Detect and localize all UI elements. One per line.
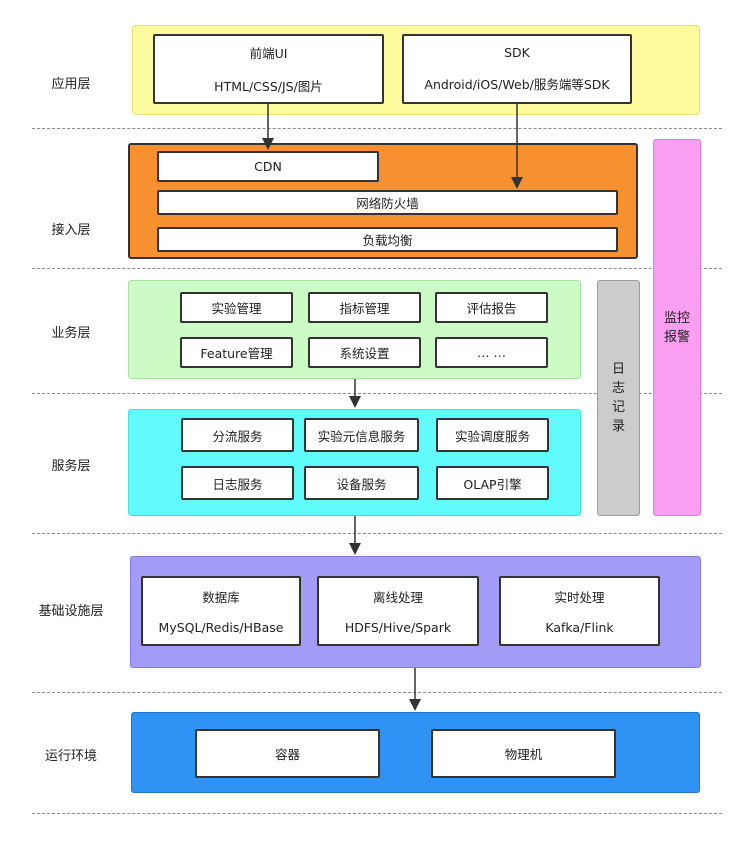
load-balancer-box: 负载均衡	[157, 227, 618, 252]
separator-line	[32, 692, 722, 693]
separator-line	[32, 268, 722, 269]
service-item: 分流服务	[181, 418, 294, 452]
separator-line	[32, 533, 722, 534]
physical-machine-box: 物理机	[431, 729, 616, 778]
frontend-ui-sub: HTML/CSS/JS/图片	[214, 79, 323, 94]
layer-label-infra: 基础设施层	[38, 604, 104, 619]
layer-label-service: 服务层	[51, 459, 91, 474]
database-title: 数据库	[202, 590, 240, 605]
cdn-box: CDN	[157, 151, 379, 182]
separator-line	[32, 813, 722, 814]
log-char: 录	[611, 419, 625, 434]
service-item: 实验调度服务	[436, 418, 549, 452]
monitor-line: 监控	[663, 310, 690, 326]
container-box: 容器	[195, 729, 380, 778]
realtime-processing-sub: Kafka/Flink	[545, 620, 614, 635]
layer-label-access: 接入层	[51, 223, 91, 238]
database-box: 数据库 MySQL/Redis/HBase	[141, 576, 301, 646]
database-sub: MySQL/Redis/HBase	[158, 620, 284, 635]
service-item: 设备服务	[304, 466, 419, 500]
separator-line	[32, 393, 722, 394]
business-item: 评估报告	[435, 292, 548, 323]
business-item: 系统设置	[308, 337, 421, 368]
sdk-title: SDK	[504, 45, 530, 60]
offline-processing-sub: HDFS/Hive/Spark	[344, 620, 452, 635]
business-item: … …	[435, 337, 548, 368]
sdk-box: SDK Android/iOS/Web/服务端等SDK	[402, 34, 632, 104]
layer-label-app: 应用层	[51, 77, 91, 92]
monitor-alarm-panel: 监控 报警	[653, 139, 701, 516]
monitor-line: 报警	[663, 329, 690, 345]
layer-label-runtime: 运行环境	[44, 749, 97, 764]
separator-line	[32, 128, 722, 129]
business-item: Feature管理	[180, 337, 293, 368]
log-recording-panel: 日 志 记 录	[597, 280, 640, 516]
realtime-processing-box: 实时处理 Kafka/Flink	[499, 576, 660, 646]
business-item: 指标管理	[308, 292, 421, 323]
realtime-processing-title: 实时处理	[554, 590, 605, 605]
frontend-ui-box: 前端UI HTML/CSS/JS/图片	[153, 34, 384, 104]
offline-processing-title: 离线处理	[372, 590, 423, 605]
business-item: 实验管理	[180, 292, 293, 323]
log-char: 日	[611, 362, 625, 377]
offline-processing-box: 离线处理 HDFS/Hive/Spark	[317, 576, 479, 646]
firewall-box: 网络防火墙	[157, 190, 618, 215]
log-char: 志	[611, 381, 625, 396]
service-item: OLAP引擎	[436, 466, 549, 500]
service-item: 实验元信息服务	[304, 418, 419, 452]
frontend-ui-title: 前端UI	[249, 46, 288, 61]
layer-label-business: 业务层	[51, 326, 91, 341]
service-item: 日志服务	[181, 466, 294, 500]
log-char: 记	[611, 400, 625, 415]
sdk-sub: Android/iOS/Web/服务端等SDK	[424, 77, 610, 92]
